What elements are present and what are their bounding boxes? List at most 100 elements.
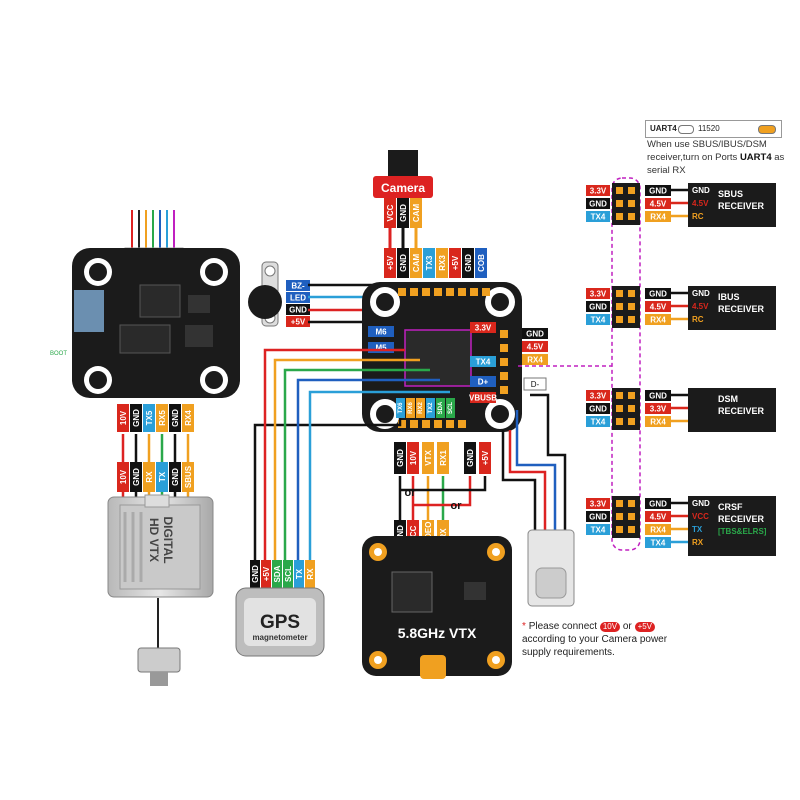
digital-hd-vtx: DIGITAL HD VTX: [107, 494, 214, 686]
fc-bottom-label-5-tag: [446, 398, 455, 418]
analog-vtx: 5.8GHz VTX: [362, 536, 512, 679]
or-label-1: or: [405, 487, 417, 499]
or-label-2: or: [451, 500, 463, 512]
gps-pin-2: SDA: [273, 565, 282, 582]
receiver-2-fc-pin-1: GND: [589, 405, 607, 414]
receiver-0-fc-pin-2-tag: [586, 211, 610, 222]
digital-fc-pin-5-tag: [182, 404, 194, 432]
fc-bottom-label-5: SCL: [448, 402, 454, 414]
hd-vtx-pin-0-tag: [117, 462, 129, 492]
fc-bottom-pin-1-tag: [407, 442, 419, 474]
gps-pin-4: TX: [295, 568, 304, 579]
digital-fc-pin-2-tag: [143, 404, 155, 432]
receiver-3-line2: RECEIVER: [718, 514, 765, 524]
fc-top-pin-3-tag: [423, 248, 435, 278]
camera-pin-1: GND: [399, 204, 408, 222]
receiver-2-pad-0-tag: [645, 390, 671, 401]
fc-left-pin-2: GND: [289, 306, 307, 315]
uart-switch-label: UART4: [650, 124, 677, 133]
receiver-3-pad-2: RX4: [650, 526, 666, 535]
receiver-0-fc-pin-0-tag: [586, 185, 610, 196]
power-note-or: or: [622, 621, 632, 632]
receiver-0-pad-2: RX4: [650, 213, 666, 222]
fc-bottom-label-2: RX2: [418, 402, 424, 414]
fc-left-pin-2-tag: [286, 304, 310, 315]
fc-bottom-pin-1: 10V: [409, 450, 418, 465]
fc-right-pin-1: 4.5V: [527, 343, 544, 352]
power-note-star: *: [522, 621, 526, 632]
receiver-3-fc-pin-0: 3.3V: [590, 500, 607, 509]
uart-switch[interactable]: UART4 11520: [645, 120, 782, 138]
receiver-1-pad-0-tag: [645, 288, 671, 299]
fc-bottom-pin-2: VTX: [424, 450, 433, 466]
hd-vtx-pin-0: 10V: [119, 469, 128, 484]
gps-pin-3: SCL: [284, 566, 293, 582]
power-note: * Please connect 10V or +5V according to…: [522, 620, 672, 659]
analog-vtx-pin-1: VCC: [409, 525, 418, 542]
receiver-1-pad-2-tag: [645, 314, 671, 325]
receiver-2-fc-pin-2: TX4: [591, 418, 606, 427]
receiver-3-pad-1-tag: [645, 511, 671, 522]
fc-left-pin-0: BZ-: [291, 282, 305, 291]
receiver-3-pad-1: 4.5V: [650, 513, 667, 522]
receiver-2-fc-pin-0: 3.3V: [590, 392, 607, 401]
receiver-0-pad-0-tag: [645, 185, 671, 196]
fc-bottom-label-1-tag: [406, 398, 415, 418]
fc-right-pin-2-tag: [522, 354, 548, 365]
receiver-0-rx-pin-1: 4.5V: [692, 199, 709, 208]
hd-vtx-pin-2: RX: [145, 471, 154, 483]
fc-right-pin-0-tag: [522, 328, 548, 339]
fc-top-pin-2: CAM: [412, 254, 421, 273]
toggle-off-icon: [678, 125, 694, 134]
fc-bottom-label-4-tag: [436, 398, 445, 418]
fc-top-pin-6: GND: [464, 254, 473, 272]
fc-bottom-label-0-tag: [396, 398, 405, 418]
fc-label-12-tag: [470, 392, 496, 403]
receiver-0-pad-1-tag: [645, 198, 671, 209]
analog-vtx-pin-2: VIDEO: [424, 522, 433, 547]
hd-vtx-pin-2-tag: [143, 462, 155, 492]
gps-subtitle: magnetometer: [252, 633, 307, 642]
fc-left-pin-3-tag: [286, 316, 310, 327]
digital-fc-pin-4: GND: [171, 409, 180, 427]
camera-pin-0-tag: [384, 198, 396, 228]
receiver-2-pad-1-tag: [645, 403, 671, 414]
receiver-3-pad-3-tag: [645, 537, 671, 548]
receiver-list: 3.3VGNDTX4GND4.5VRX4SBUSRECEIVERGND4.5VR…: [586, 183, 776, 556]
gps-pin-4-tag: [294, 560, 304, 588]
receiver-3-pad-0-tag: [645, 498, 671, 509]
boot-label: BOOT: [50, 351, 67, 357]
receiver-1-fc-pin-1: GND: [589, 303, 607, 312]
gps-module: GPS magnetometer: [235, 587, 325, 657]
camera-label: Camera: [381, 181, 425, 195]
digital-fc-pin-3-tag: [156, 404, 168, 432]
fc-right-pin-1-tag: [522, 341, 548, 352]
digital-fc-pin-1-tag: [130, 404, 142, 432]
analog-vtx-title: 5.8GHz VTX: [398, 625, 477, 641]
digital-fc-pin-4-tag: [169, 404, 181, 432]
receiver-0-pad-2-tag: [645, 211, 671, 222]
receiver-1-name: IBUS: [718, 292, 740, 302]
gps-pin-1: +5V: [262, 566, 271, 581]
fc-bottom-pin-3-tag: [437, 442, 449, 474]
digital-fc-pin-5: RX4: [184, 410, 193, 426]
toggle-on-icon[interactable]: [758, 125, 776, 134]
gps-pin-1-tag: [261, 560, 271, 588]
receiver-1-fc-pin-1-tag: [586, 301, 610, 312]
receiver-3-fc-pin-1: GND: [589, 513, 607, 522]
receiver-1-fc-pin-2: TX4: [591, 316, 606, 325]
fc-top-pin-5-tag: [449, 248, 461, 278]
fc-left-pin-1-tag: [286, 292, 310, 303]
fc-bottom-pin-3: RX1: [439, 450, 448, 466]
fc-bottom-label-3: TX2: [428, 402, 434, 414]
uart-note-text: When use SBUS/IBUS/DSM receiver,turn on …: [647, 139, 767, 163]
fc-label-5: M5: [375, 344, 387, 353]
receiver-3-fc-pin-1-tag: [586, 511, 610, 522]
fc-top-pin-1-tag: [397, 248, 409, 278]
receiver-2-pad-2-tag: [645, 416, 671, 427]
receiver-2-name: DSM: [718, 394, 738, 404]
